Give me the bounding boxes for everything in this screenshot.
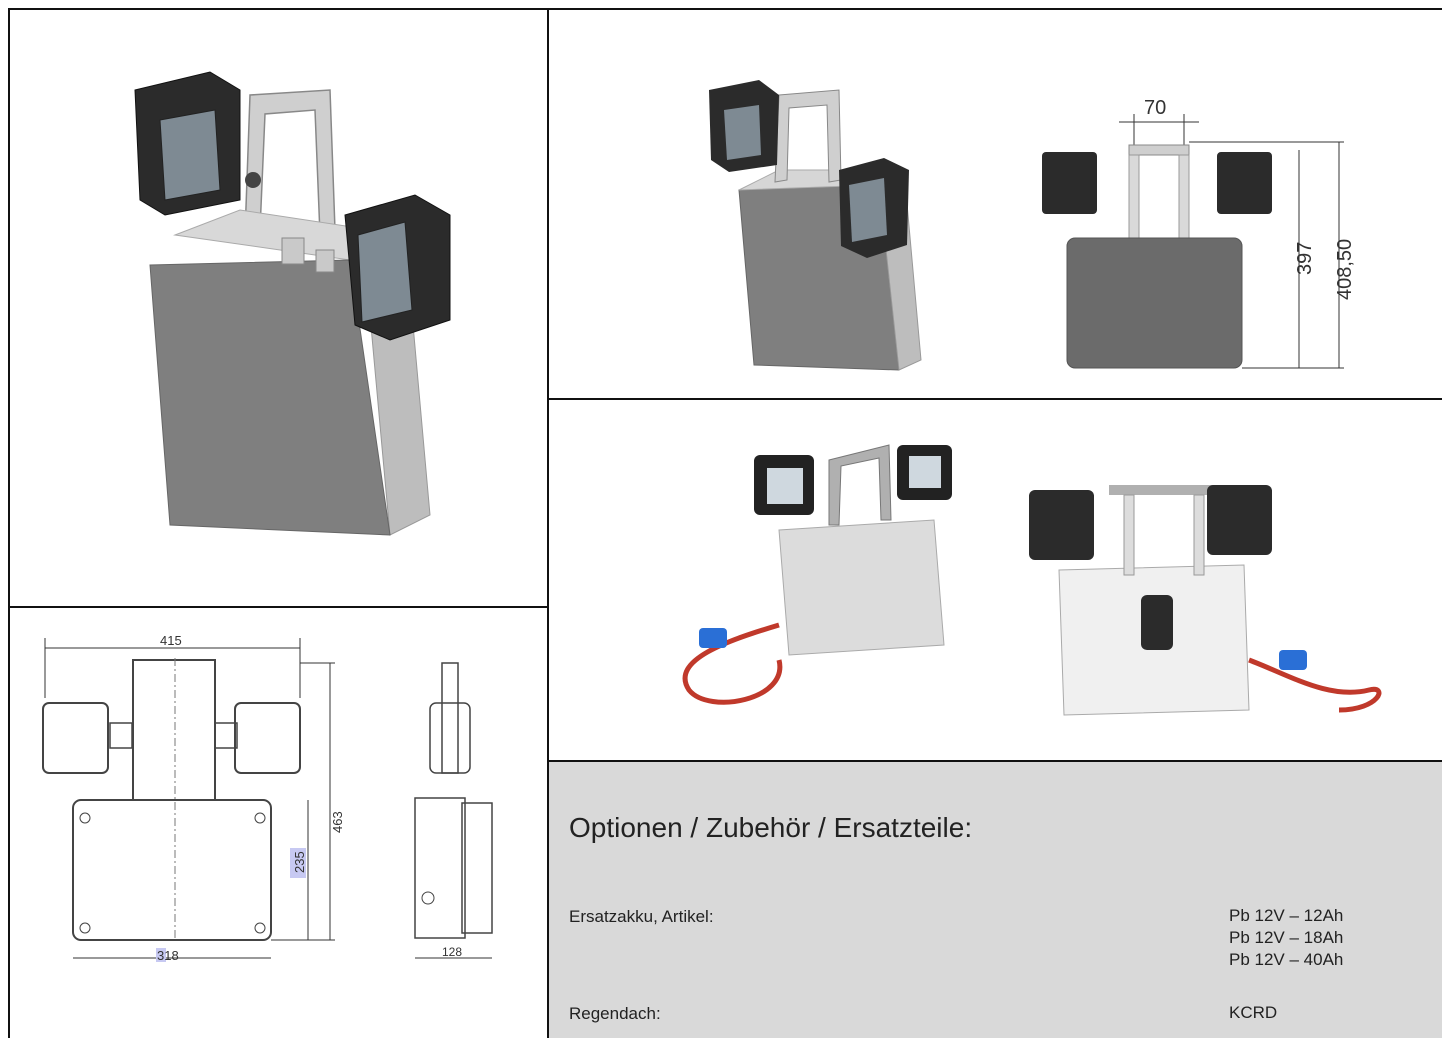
dim-box-width-label: 318 [157,948,179,963]
options-title: Optionen / Zubehör / Ersatzteile: [569,812,973,843]
product-photos-panel [547,398,1442,762]
option-label-rain-cover: Regendach: [569,1004,661,1023]
product-photos [682,444,1382,716]
dim-height-total-label: 463 [330,811,345,833]
drawing-lamp-right [234,702,301,774]
option-value: KCRD [1229,1003,1278,1022]
option-value: Pb 12V – 12Ah [1229,906,1344,925]
left-lamp-lens [159,109,221,201]
option-values-battery: Pb 12V – 12Ah Pb 12V – 18Ah Pb 12V – 40A… [1229,905,1343,971]
drawing-side-post [441,662,459,774]
drawing-side-lamp [429,702,471,774]
dim-bracket-label: 70 [1144,97,1166,119]
dim-width-label: 415 [160,633,182,648]
drawing-box [72,799,272,941]
drawing-bracket [132,659,216,801]
options-panel: Optionen / Zubehör / Ersatzteile: Ersatz… [547,760,1442,1038]
product-photo-2 [1029,485,1382,716]
knob-icon [245,172,261,188]
right-lamp-lens [357,221,413,323]
option-values-rain-cover: KCRD [1229,1002,1277,1024]
technical-drawing-panel: 415 463 235 318 128 [8,606,549,1038]
option-label-battery: Ersatzakku, Artikel: [569,907,714,926]
dim-depth-label: 128 [442,945,462,959]
connector-gland [315,249,335,273]
render-3d-illustration [134,71,451,536]
dimension-overview-panel: 70 397 408,50 [547,8,1442,400]
highlight-box [290,848,306,878]
technical-drawing: 415 463 235 318 128 [42,633,493,963]
small-3d-render [709,80,922,371]
dim-height-a-label: 397 [1294,242,1316,275]
connector-gland [281,237,305,265]
product-photo-1 [682,444,952,705]
render-3d-panel [8,8,549,608]
dim-height-box-label: 235 [292,851,307,873]
option-value: Pb 12V – 40Ah [1229,950,1344,969]
drawing-lamp-left [42,702,109,774]
small-front-elevation: 70 397 408,50 [1042,97,1356,369]
dim-height-b-label: 408,50 [1334,239,1356,300]
dimension-overview: 70 397 408,50 [709,80,1356,371]
option-value: Pb 12V – 18Ah [1229,928,1344,947]
drawing-side-box [414,797,466,939]
